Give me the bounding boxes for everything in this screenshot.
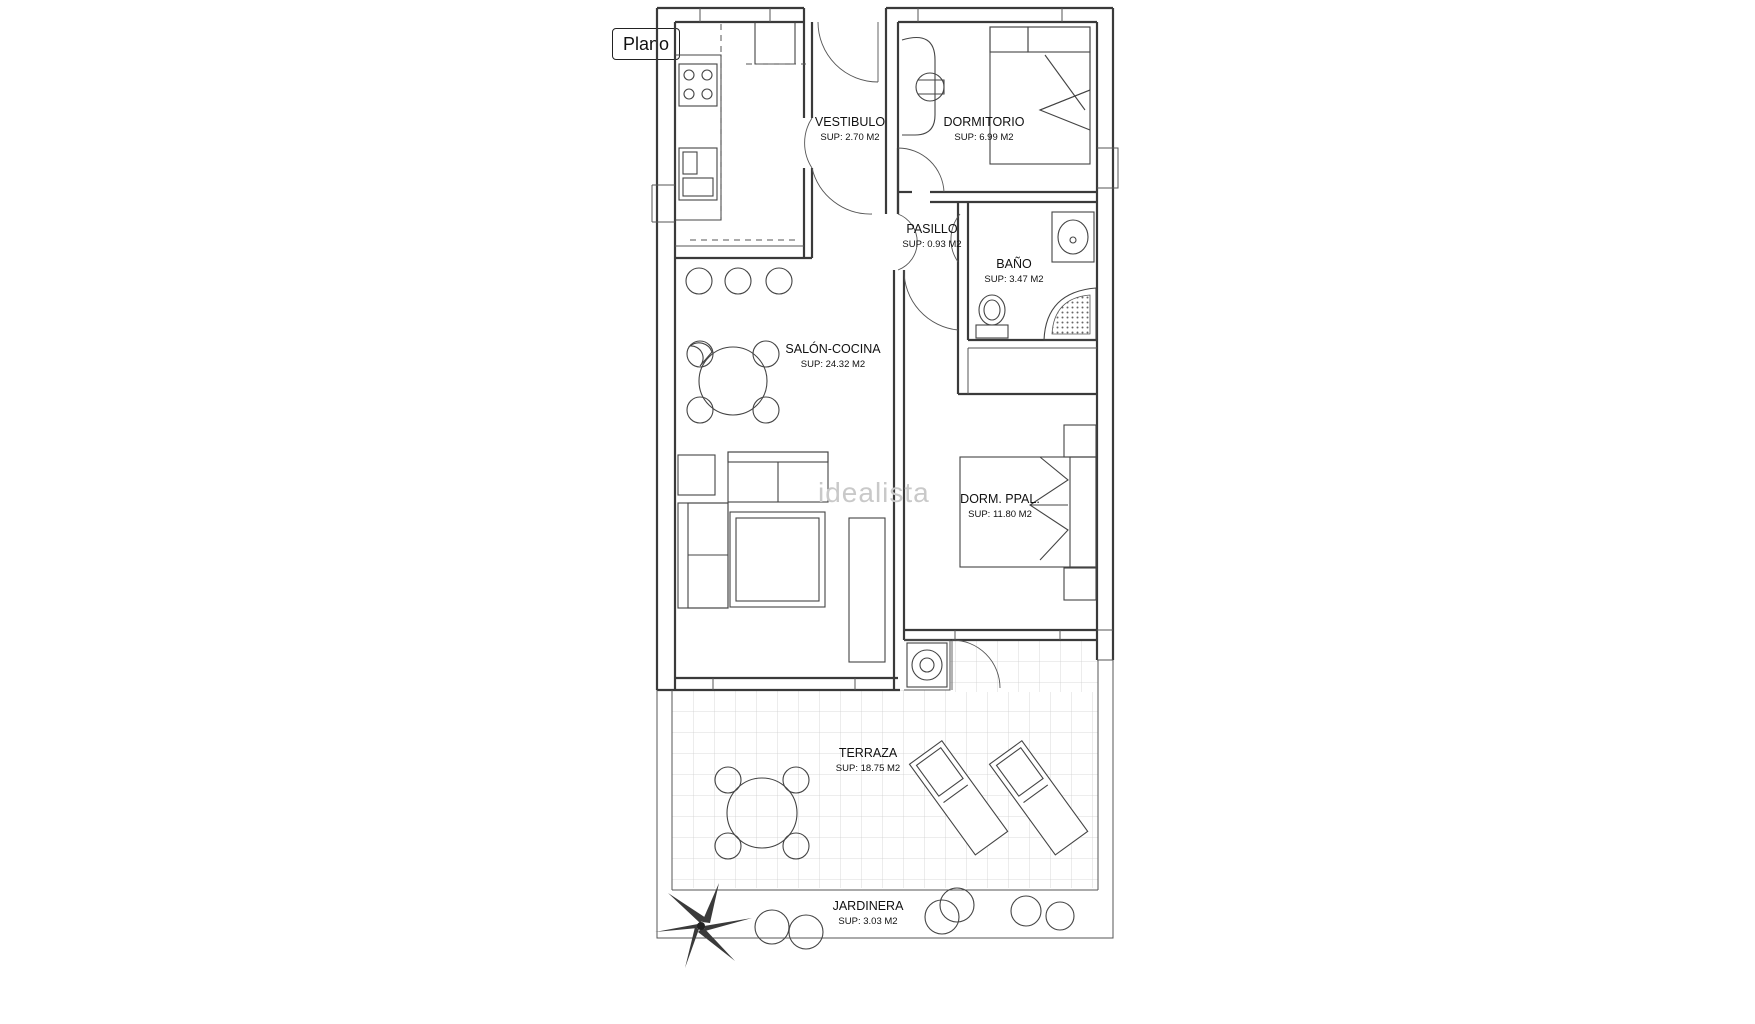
svg-text:VESTIBULO: VESTIBULO bbox=[815, 115, 885, 129]
single-bed bbox=[989, 26, 1091, 165]
sun-lounger bbox=[908, 739, 1009, 856]
washing-machine-icon bbox=[906, 642, 948, 688]
kitchen-counter bbox=[675, 22, 806, 241]
svg-text:SUP: 0.93 M2: SUP: 0.93 M2 bbox=[902, 239, 961, 250]
palm-tree-icon bbox=[655, 883, 752, 968]
svg-text:SUP: 3.03 M2: SUP: 3.03 M2 bbox=[838, 916, 897, 927]
svg-text:SUP: 3.47 M2: SUP: 3.47 M2 bbox=[984, 274, 1043, 285]
svg-text:SUP: 6.99 M2: SUP: 6.99 M2 bbox=[954, 132, 1013, 143]
sink-icon bbox=[678, 147, 718, 201]
dining-table bbox=[686, 340, 780, 424]
svg-text:SUP: 24.32 M2: SUP: 24.32 M2 bbox=[801, 359, 865, 370]
terrace-floor-upper bbox=[950, 640, 1098, 692]
svg-text:SUP: 11.80 M2: SUP: 11.80 M2 bbox=[968, 509, 1032, 520]
room-label-dorm-ppal: DORM. PPAL. SUP: 11.80 M2 bbox=[960, 492, 1040, 520]
washbasin-icon bbox=[1051, 211, 1095, 263]
room-label-bano: BAÑO SUP: 3.47 M2 bbox=[984, 257, 1043, 285]
svg-text:PASILLO: PASILLO bbox=[906, 222, 957, 236]
desk-chair bbox=[901, 36, 945, 136]
svg-text:BAÑO: BAÑO bbox=[996, 257, 1032, 271]
exterior-walls bbox=[651, 6, 1119, 939]
svg-text:DORM. PPAL.: DORM. PPAL. bbox=[960, 492, 1040, 506]
room-label-pasillo: PASILLO SUP: 0.93 M2 bbox=[902, 222, 961, 250]
room-label-dormitorio: DORMITORIO SUP: 6.99 M2 bbox=[943, 115, 1024, 143]
svg-text:SUP: 2.70 M2: SUP: 2.70 M2 bbox=[820, 132, 879, 143]
svg-text:DORMITORIO: DORMITORIO bbox=[943, 115, 1024, 129]
garden-shrubs bbox=[754, 887, 1075, 950]
shower-tray-icon bbox=[1043, 287, 1097, 341]
terrace-table bbox=[714, 766, 810, 860]
sofa-set bbox=[677, 451, 886, 663]
room-label-salon-cocina: SALÓN-COCINA SUP: 24.32 M2 bbox=[785, 341, 881, 370]
room-label-terraza: TERRAZA SUP: 18.75 M2 bbox=[836, 746, 900, 774]
svg-text:JARDINERA: JARDINERA bbox=[833, 899, 905, 913]
svg-text:SUP: 18.75 M2: SUP: 18.75 M2 bbox=[836, 763, 900, 774]
room-label-jardinera: JARDINERA SUP: 3.03 M2 bbox=[833, 899, 905, 927]
toilet-icon bbox=[975, 294, 1009, 339]
double-bed bbox=[959, 424, 1097, 601]
bar-stools bbox=[685, 267, 793, 295]
interior-walls bbox=[675, 8, 1097, 691]
svg-text:SALÓN-COCINA: SALÓN-COCINA bbox=[785, 341, 881, 356]
stove-icon bbox=[678, 63, 718, 107]
svg-text:TERRAZA: TERRAZA bbox=[839, 746, 898, 760]
door-swings bbox=[804, 21, 1001, 690]
sun-lounger bbox=[988, 739, 1089, 856]
room-label-vestibulo: VESTIBULO SUP: 2.70 M2 bbox=[815, 115, 885, 143]
watermark: idealista bbox=[818, 477, 930, 508]
